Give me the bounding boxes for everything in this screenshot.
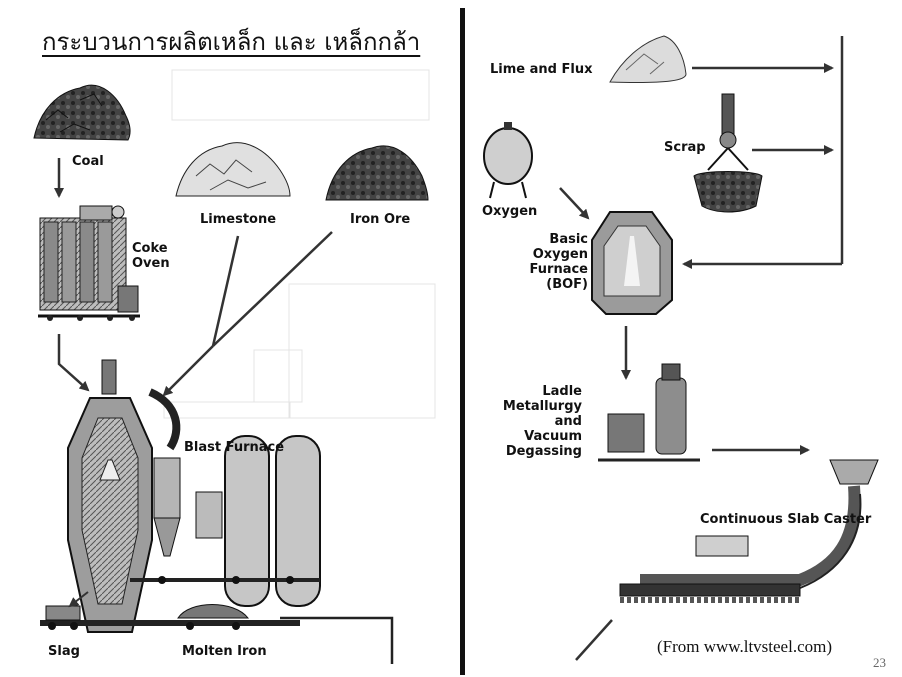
coal-label: Coal: [72, 154, 104, 169]
caster-exit-line: [576, 620, 612, 660]
ironore-feed-line: [213, 232, 332, 346]
bof-vessel-icon: [592, 212, 672, 314]
molten-iron-label: Molten Iron: [182, 644, 267, 659]
arrow-feed-to-furnace: [164, 346, 213, 395]
blast-furnace-label: Blast Furnace: [184, 440, 284, 455]
iron-ore-pile-icon: [326, 146, 428, 200]
iron-ore-label: Iron Ore: [350, 212, 410, 227]
page-number: 23: [873, 655, 886, 671]
scrap-label: Scrap: [664, 140, 706, 155]
arrow-coke-to-furnace: [59, 334, 88, 390]
lime-flux-pile-icon: [610, 36, 686, 83]
limestone-label: Limestone: [200, 212, 276, 227]
slab-caster-label: Continuous Slab Caster: [700, 512, 871, 527]
coke-oven-icon: [38, 206, 140, 321]
coal-pile-icon: [34, 85, 130, 140]
source-credit: (From www.ltvsteel.com): [657, 637, 832, 657]
slab-caster-icon: [620, 460, 878, 600]
blast-furnace-icon: [40, 360, 320, 632]
oxygen-tank-icon: [484, 122, 532, 198]
limestone-pile-icon: [176, 143, 290, 196]
lime-flux-label: Lime and Flux: [490, 62, 592, 77]
page-divider: [460, 8, 465, 675]
limestone-feed-line: [213, 236, 238, 346]
page-title: กระบวนการผลิตเหล็ก และ เหล็กกล้า: [42, 22, 420, 61]
arrow-oxygen-to-bof: [560, 188, 588, 218]
ladle-degassing-icon: [598, 364, 700, 460]
oxygen-label: Oxygen: [482, 204, 537, 219]
slag-label: Slag: [48, 644, 80, 659]
